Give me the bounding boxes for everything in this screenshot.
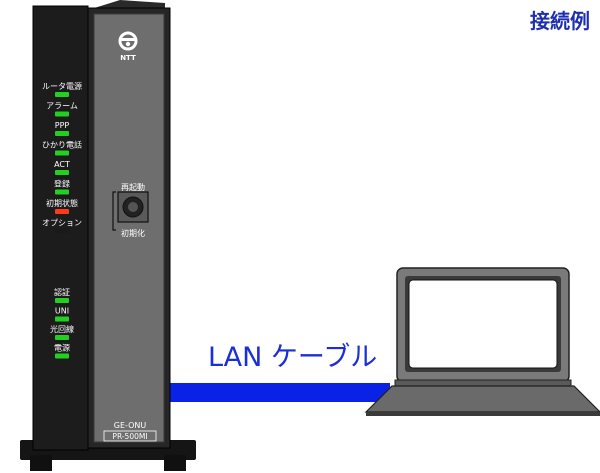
- led-upper-indicator-3: [55, 150, 69, 156]
- led-upper-indicator-0: [55, 92, 69, 97]
- led-lower-label-3: 電源: [54, 344, 70, 353]
- led-upper-label-4: ACT: [54, 160, 70, 169]
- router-panel: [93, 13, 165, 443]
- led-upper-label-7: オプション: [42, 219, 82, 228]
- led-lower-label-0: 認証: [54, 287, 70, 297]
- lan-cable: [160, 383, 390, 402]
- led-lower-indicator-3: [55, 353, 69, 359]
- model-line1: GE-ONU: [114, 421, 147, 430]
- restart-label: 再起動: [121, 183, 145, 192]
- ntt-logo-icon: [118, 31, 138, 51]
- led-upper-label-6: 初期状態: [46, 198, 78, 208]
- laptop-base: [364, 385, 600, 413]
- init-label: 初期化: [121, 228, 145, 238]
- diagram-title: 接続例: [530, 9, 590, 33]
- led-upper-indicator-1: [55, 111, 69, 117]
- led-lower-indicator-2: [55, 335, 69, 340]
- cable-label: LAN ケーブル: [208, 342, 377, 373]
- router-foot-right: [164, 455, 186, 471]
- led-lower-indicator-0: [55, 298, 69, 303]
- led-upper-indicator-7: [55, 228, 69, 234]
- laptop: [364, 267, 600, 416]
- led-upper-indicator-6: [55, 209, 69, 214]
- laptop-base-edge: [366, 412, 600, 416]
- led-lower-indicator-1: [55, 316, 69, 322]
- laptop-hinge: [394, 379, 572, 387]
- model-line2: PR-500MI: [112, 432, 147, 441]
- led-upper-indicator-2: [55, 131, 69, 136]
- led-upper-label-3: ひかり電話: [42, 140, 82, 150]
- led-upper-label-0: ルータ電源: [42, 82, 82, 91]
- led-upper-indicator-5: [55, 189, 69, 195]
- laptop-screen: [408, 279, 558, 369]
- logo-text: NTT: [120, 54, 136, 62]
- router-foot-left: [30, 455, 52, 471]
- led-lower-label-2: 光回線: [50, 324, 74, 334]
- router-front-strip: [32, 5, 89, 451]
- led-upper-label-5: 登録: [54, 179, 70, 189]
- led-upper-label-1: アラーム: [46, 102, 78, 111]
- model-box: [103, 430, 157, 442]
- led-upper-label-2: PPP: [55, 121, 70, 130]
- led-upper-indicator-4: [55, 170, 69, 175]
- led-lower-label-1: UNI: [55, 307, 69, 316]
